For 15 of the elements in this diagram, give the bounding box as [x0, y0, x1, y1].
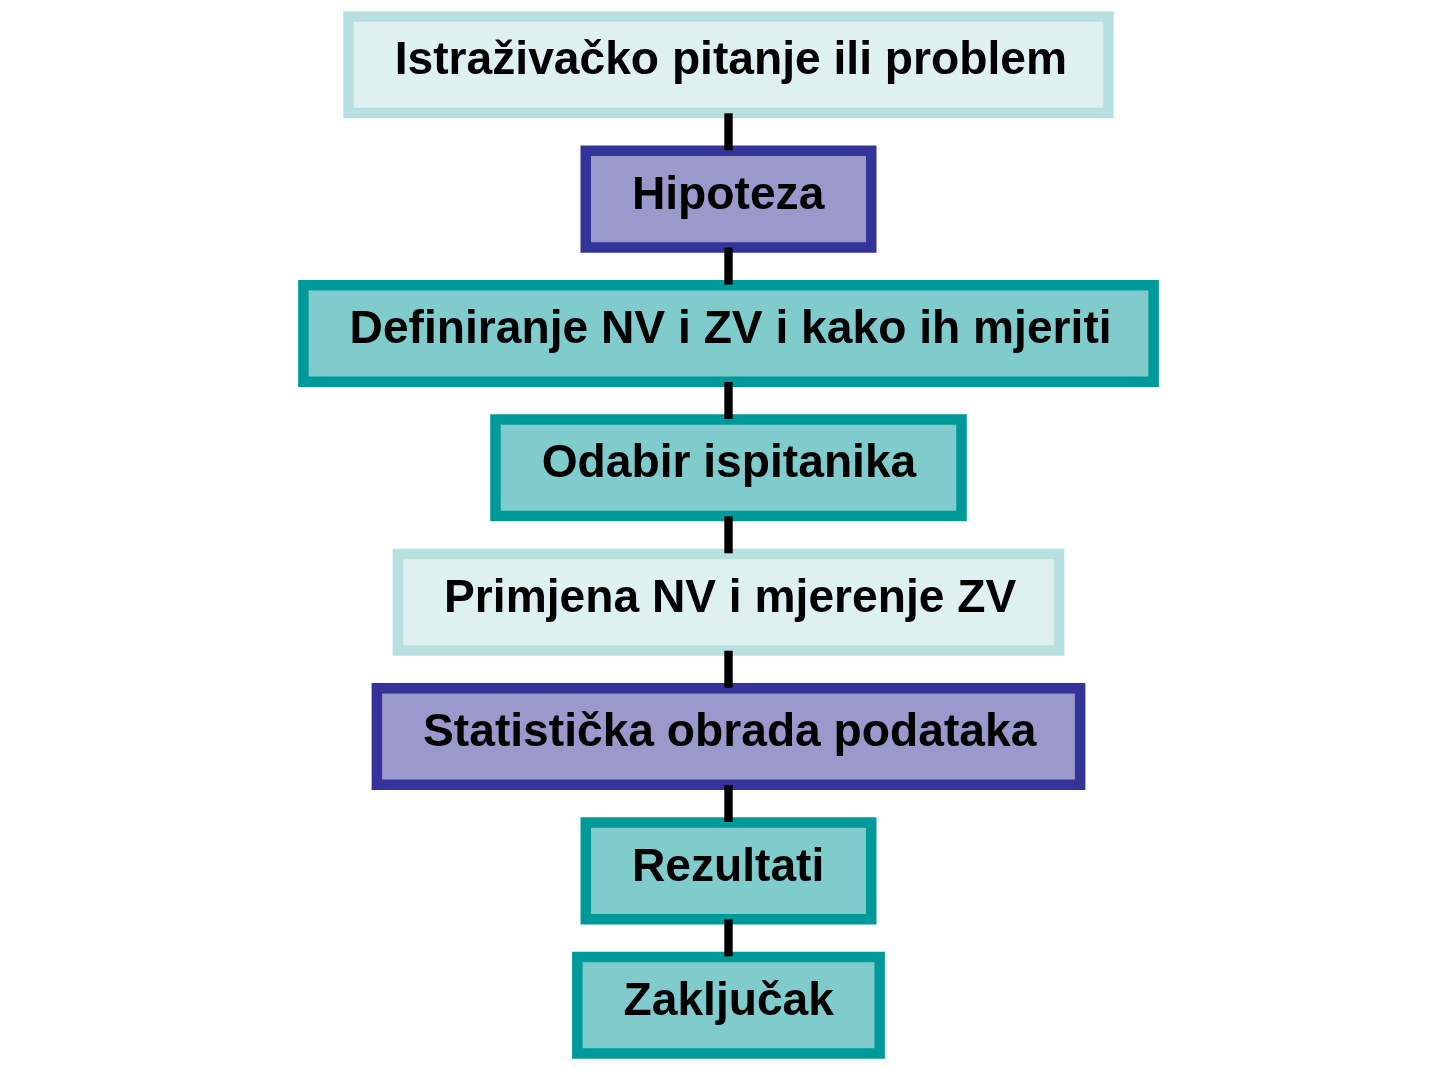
node-box: Statistička obrada podataka — [371, 683, 1085, 791]
node-box: Primjena NV i mjerenje ZV — [392, 548, 1064, 656]
node-box: Istraživačko pitanje ili problem — [342, 11, 1114, 119]
node-box: Hipoteza — [580, 145, 876, 253]
connector — [723, 516, 733, 554]
connector — [723, 785, 733, 822]
node-box: Zaključak — [571, 951, 885, 1059]
connector — [723, 113, 733, 151]
node-box: Definiranje NV i ZV i kako ih mjeriti — [297, 279, 1159, 387]
connector — [723, 247, 733, 285]
node-box: Rezultati — [580, 817, 876, 925]
connector — [723, 382, 733, 419]
connector — [723, 919, 733, 957]
connector — [723, 650, 733, 688]
node-box: Odabir ispitanika — [489, 414, 967, 522]
